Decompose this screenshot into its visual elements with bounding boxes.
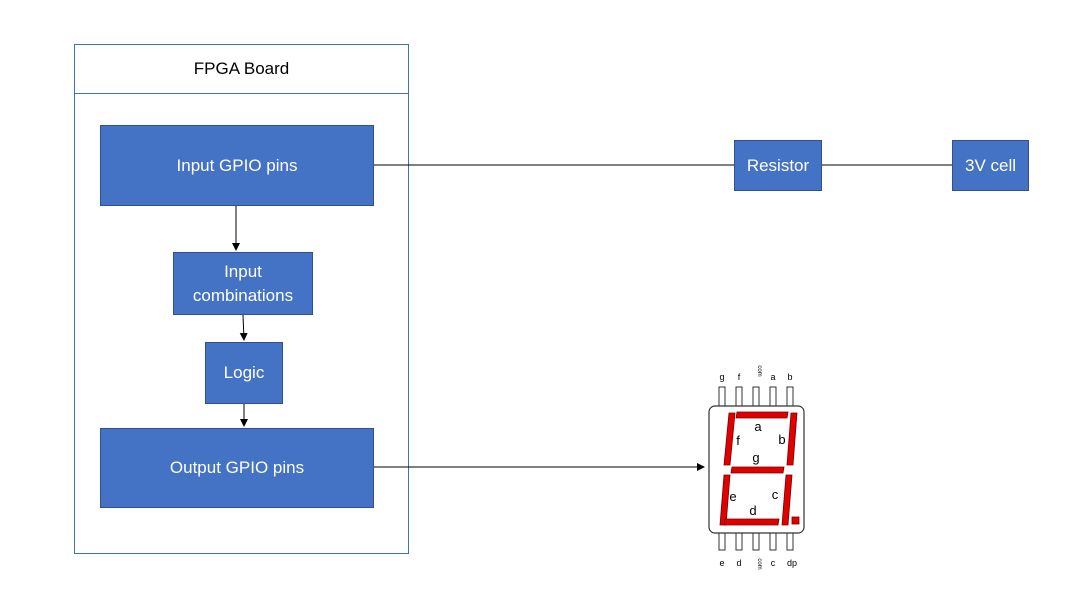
segment-b xyxy=(786,412,798,466)
segment-f xyxy=(723,412,736,466)
pin-label-com-top: com xyxy=(756,365,762,376)
segment-g xyxy=(730,466,785,474)
pin-label-f: f xyxy=(738,372,741,382)
seg-label-e: e xyxy=(729,489,736,504)
top-pins xyxy=(718,386,794,407)
seg-label-b: b xyxy=(778,432,785,447)
arrow-combinations-to-logic xyxy=(239,314,248,341)
segment-dp xyxy=(791,516,800,525)
pin-label-dp: dp xyxy=(787,558,797,568)
pin-label-e: e xyxy=(719,558,724,568)
pin-label-c: c xyxy=(771,558,776,568)
seven-segment-display: g f com a b a b f g e c d e xyxy=(708,365,805,570)
pin-label-com-bottom: com xyxy=(756,558,762,569)
segment-a xyxy=(735,411,789,419)
segment-c xyxy=(781,474,793,526)
seg-label-g: g xyxy=(752,450,759,465)
pin-label-d: d xyxy=(736,558,741,568)
pin-label-g: g xyxy=(719,372,724,382)
input-combinations-block: Input combinations xyxy=(173,252,313,315)
resistor-block: Resistor xyxy=(734,140,822,191)
seg-label-c: c xyxy=(772,487,779,502)
output-gpio-pins-block: Output GPIO pins xyxy=(100,428,374,508)
3v-cell-block: 3V cell xyxy=(952,140,1029,191)
input-gpio-pins-block: Input GPIO pins xyxy=(100,125,374,206)
pin-label-a: a xyxy=(770,372,775,382)
board-title: FPGA Board xyxy=(75,45,408,94)
segments xyxy=(719,411,800,526)
bottom-pins xyxy=(718,532,794,551)
segment-d xyxy=(723,518,780,526)
seg-label-d: d xyxy=(749,503,756,518)
pin-label-b: b xyxy=(787,372,792,382)
logic-block: Logic xyxy=(205,342,283,404)
seg-label-a: a xyxy=(754,419,762,434)
seg-label-f: f xyxy=(736,433,740,448)
